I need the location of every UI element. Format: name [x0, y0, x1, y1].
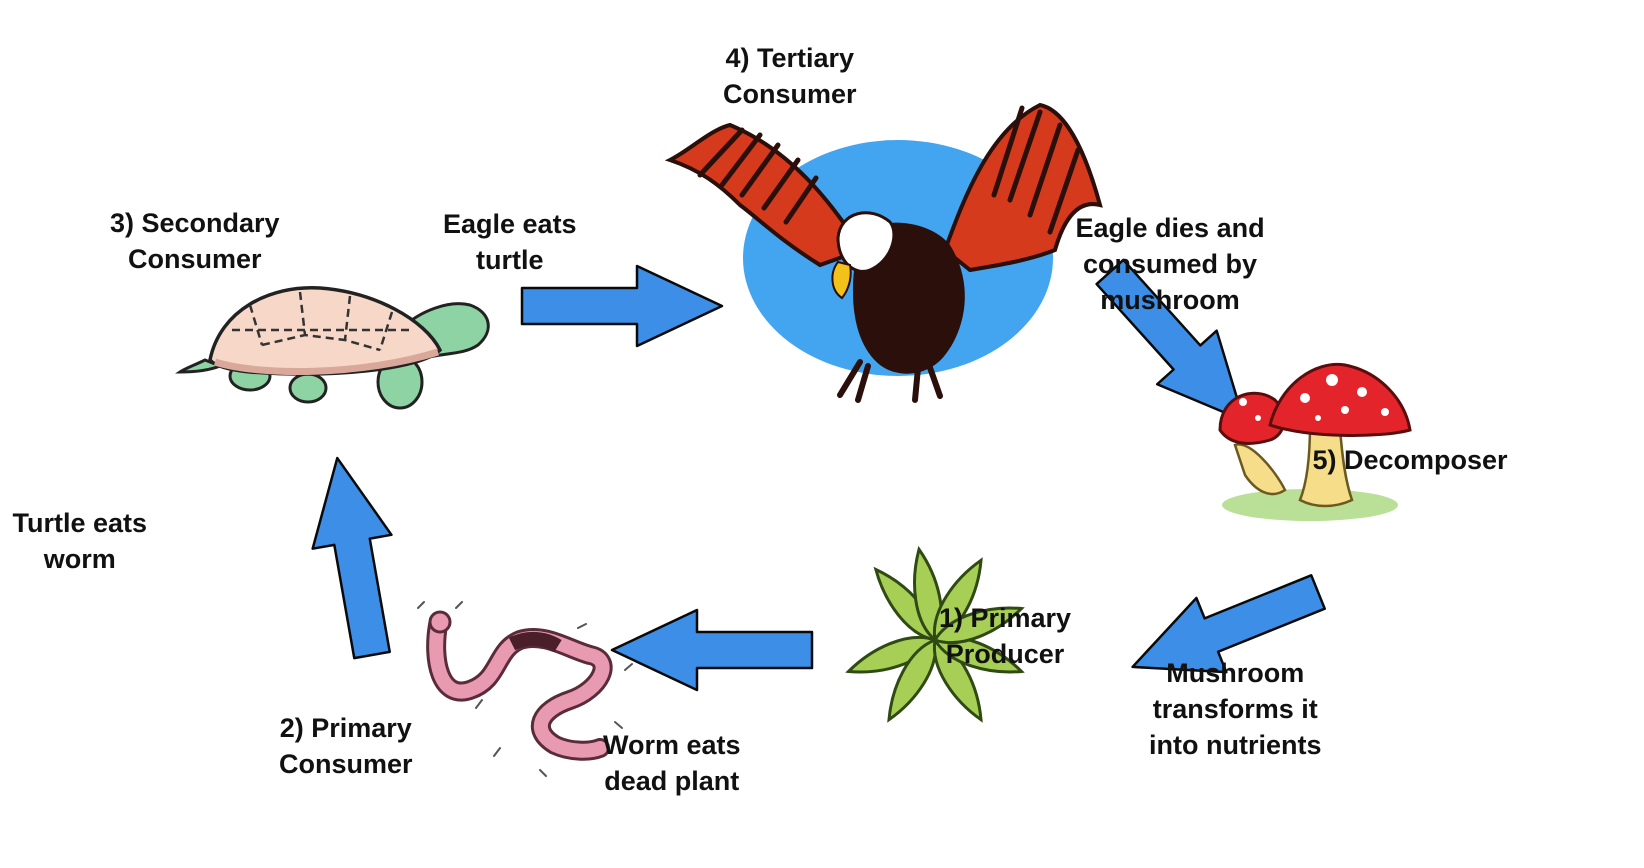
decomposer-label: 5) Decomposer: [1312, 445, 1508, 475]
primary-producer-label: 1) Primary Producer: [939, 603, 1072, 669]
primary-consumer-label: 2) Primary Consumer: [279, 713, 413, 779]
worm-icon: [417, 601, 633, 777]
arrow-producer-to-worm: [610, 608, 814, 692]
secondary-consumer-label: 3) Secondary Consumer: [110, 208, 280, 274]
arrow-turtle-to-eagle: [520, 264, 724, 348]
turtle-eats-worm-label: Turtle eats worm: [12, 508, 148, 574]
turtle-icon: [175, 286, 490, 410]
eagle-eats-turtle-label: Eagle eats turtle: [443, 209, 577, 275]
eagle-icon: [664, 102, 1103, 403]
tertiary-consumer-label: 4) Tertiary Consumer: [723, 43, 857, 109]
worm-eats-plant-label: Worm eats dead plant: [603, 730, 741, 796]
mushroom-transforms-label: Mushroom transforms it into nutrients: [1149, 658, 1322, 760]
arrow-worm-to-turtle: [296, 449, 413, 664]
eagle-dies-label: Eagle dies and consumed by mushroom: [1075, 213, 1265, 315]
mushroom-icon: [1218, 362, 1412, 521]
